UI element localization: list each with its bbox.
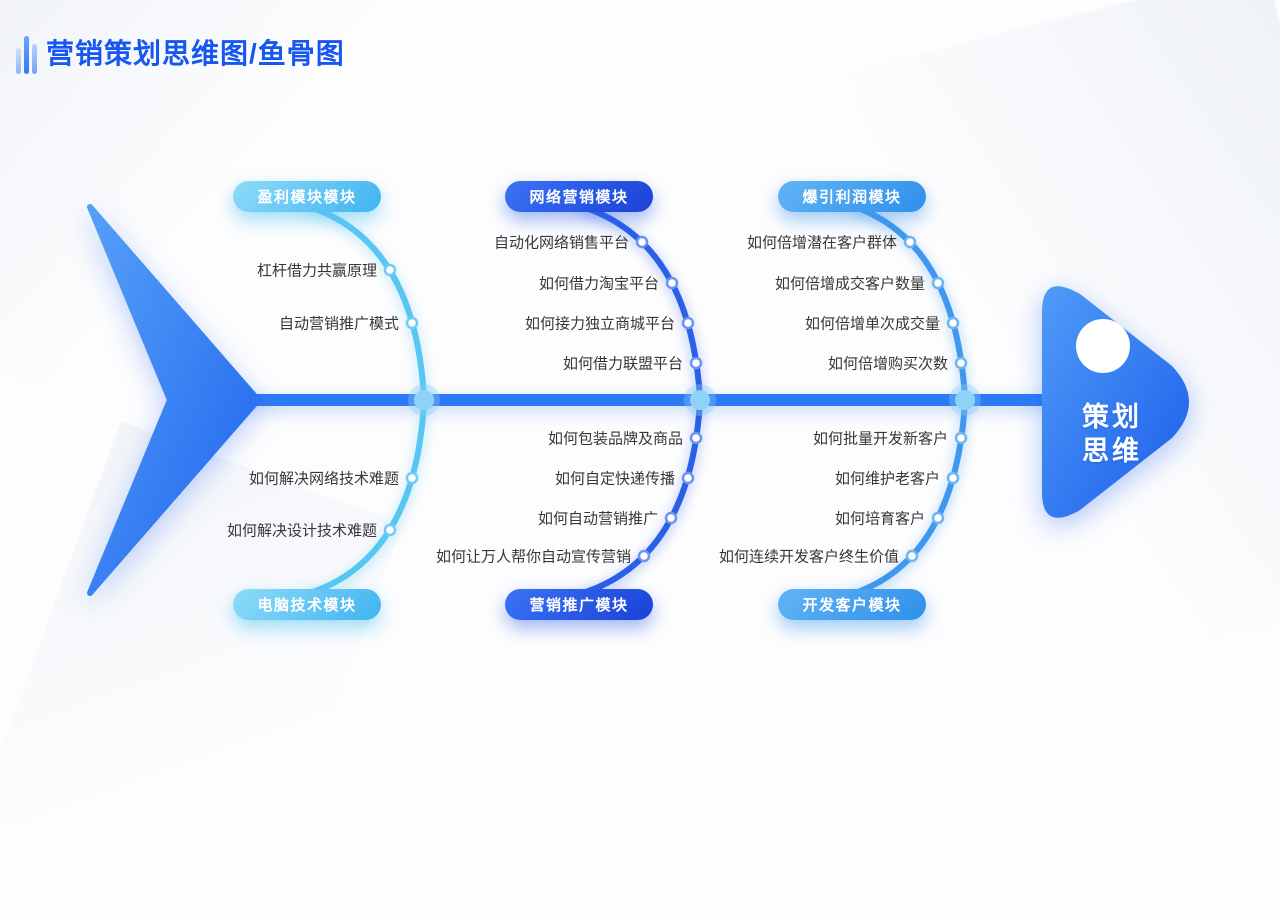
slide-header: 营销策划思维图/鱼骨图 xyxy=(16,32,345,76)
item-dot xyxy=(681,471,695,485)
spine-node xyxy=(690,390,710,410)
branch-item: 自动营销推广模式 xyxy=(278,315,399,333)
item-dot xyxy=(665,276,679,290)
branch-item: 如何解决设计技术难题 xyxy=(226,522,377,540)
branch-item: 如何批量开发新客户 xyxy=(812,430,948,448)
branch-item: 如何倍增单次成交量 xyxy=(804,315,940,333)
branch-label-bottom-right: 开发客户模块 xyxy=(778,589,926,620)
head-label-line: 策划 xyxy=(1082,402,1142,432)
branch-item: 如何培育客户 xyxy=(834,510,925,528)
item-dot xyxy=(954,431,968,445)
branch-item: 如何连续开发客户终生价值 xyxy=(718,548,899,566)
item-dot xyxy=(383,263,397,277)
item-dot xyxy=(905,549,919,563)
branch-item: 杠杆借力共赢原理 xyxy=(256,262,377,280)
branch-label-top-middle: 网络营销模块 xyxy=(505,181,653,212)
branch-item: 如何让万人帮你自动宣传营销 xyxy=(435,548,631,566)
branch-label-top-right: 爆引利润模块 xyxy=(778,181,926,212)
branch-item: 如何借力淘宝平台 xyxy=(538,275,659,293)
item-dot xyxy=(946,316,960,330)
item-dot xyxy=(931,276,945,290)
title-bars-icon xyxy=(16,32,37,76)
fish-eye xyxy=(1076,319,1130,373)
branch-label-bottom-middle: 营销推广模块 xyxy=(505,589,653,620)
item-dot xyxy=(931,511,945,525)
branch-item: 如何接力独立商城平台 xyxy=(524,315,675,333)
branch-label-bottom-left: 电脑技术模块 xyxy=(233,589,381,620)
branch-item: 如何自动营销推广 xyxy=(537,510,658,528)
bone-top-left xyxy=(304,203,427,401)
item-dot xyxy=(689,431,703,445)
item-dot xyxy=(635,235,649,249)
item-dot xyxy=(689,356,703,370)
item-dot xyxy=(946,471,960,485)
branch-item: 如何自定快递传播 xyxy=(554,470,675,488)
bone-bottom-left xyxy=(304,399,427,597)
head-label-line: 思维 xyxy=(1082,436,1142,466)
fish-spine xyxy=(240,394,1052,406)
branch-item: 如何借力联盟平台 xyxy=(562,355,683,373)
item-dot xyxy=(681,316,695,330)
item-dot xyxy=(954,356,968,370)
spine-node xyxy=(955,390,975,410)
item-dot xyxy=(405,316,419,330)
item-dot xyxy=(405,471,419,485)
branch-item: 如何包装品牌及商品 xyxy=(547,430,683,448)
branch-item: 如何倍增成交客户数量 xyxy=(774,275,925,293)
item-dot xyxy=(383,523,397,537)
branch-item: 如何倍增潜在客户群体 xyxy=(746,234,897,252)
fish-head-label: 策划 思维 xyxy=(1058,400,1166,468)
item-dot xyxy=(664,511,678,525)
branch-item: 如何维护老客户 xyxy=(834,470,940,488)
spine-node xyxy=(414,390,434,410)
item-dot xyxy=(903,235,917,249)
item-dot xyxy=(637,549,651,563)
branch-item: 如何解决网络技术难题 xyxy=(248,470,399,488)
branch-label-top-left: 盈利模块模块 xyxy=(233,181,381,212)
page-title: 营销策划思维图/鱼骨图 xyxy=(46,38,345,69)
branch-item: 自动化网络销售平台 xyxy=(493,234,629,252)
branch-item: 如何倍增购买次数 xyxy=(827,355,948,373)
